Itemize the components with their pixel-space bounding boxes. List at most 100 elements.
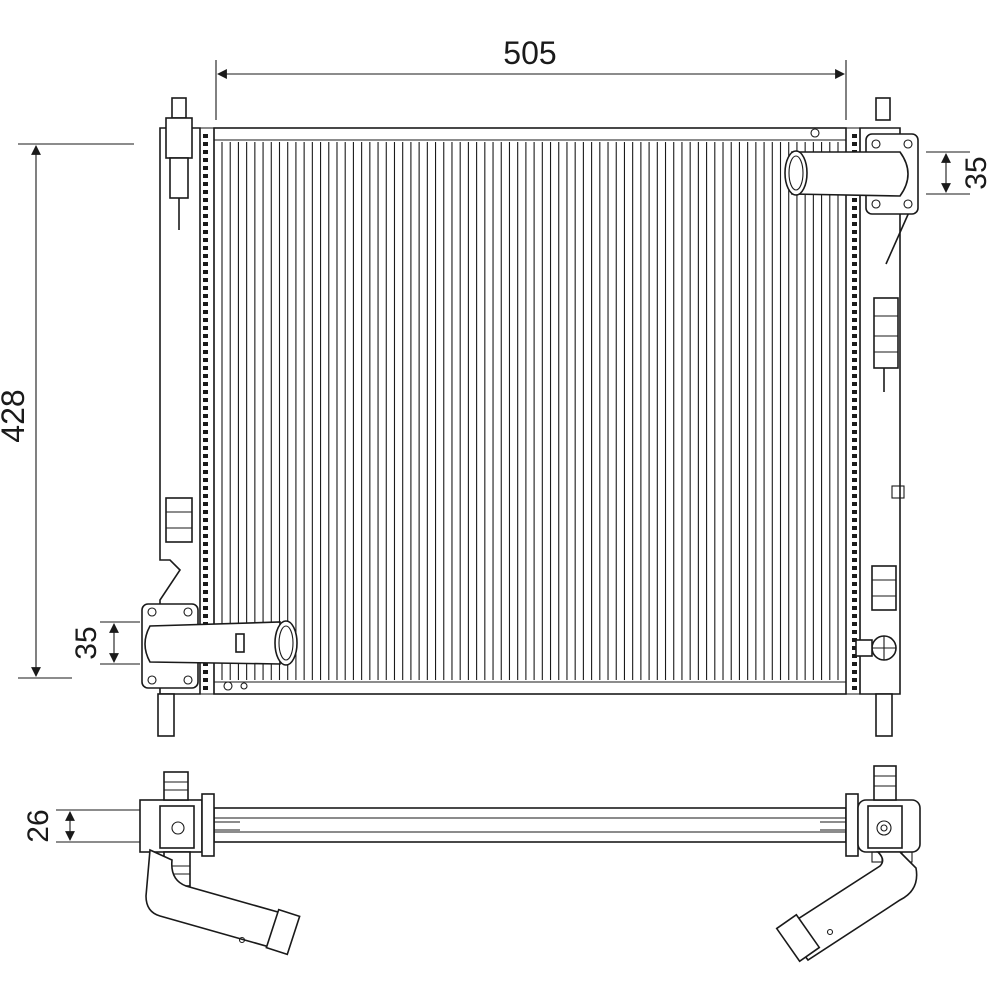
- height-label: 428: [0, 389, 31, 442]
- serration-tooth: [203, 350, 208, 354]
- serration-tooth: [203, 590, 208, 594]
- serration-tooth: [203, 574, 208, 578]
- serration-tooth: [852, 414, 857, 418]
- core-fins: [221, 142, 839, 680]
- serration-tooth: [203, 214, 208, 218]
- serration-tooth: [852, 230, 857, 234]
- serration-tooth: [203, 686, 208, 690]
- serration-tooth: [852, 638, 857, 642]
- serration-tooth: [203, 534, 208, 538]
- serration-tooth: [852, 518, 857, 522]
- serration-tooth: [203, 382, 208, 386]
- right-tank-serration: [852, 134, 857, 690]
- serration-tooth: [203, 206, 208, 210]
- serration-tooth: [203, 166, 208, 170]
- serration-tooth: [203, 662, 208, 666]
- serration-tooth: [852, 686, 857, 690]
- serration-tooth: [852, 246, 857, 250]
- serration-tooth: [852, 214, 857, 218]
- lower-pipe-label: 35: [70, 626, 103, 659]
- serration-tooth: [852, 542, 857, 546]
- serration-tooth: [852, 294, 857, 298]
- serration-tooth: [852, 646, 857, 650]
- serration-tooth: [852, 206, 857, 210]
- dimension-depth: 26: [22, 809, 140, 843]
- serration-tooth: [852, 454, 857, 458]
- left-tank-serration: [203, 134, 208, 690]
- serration-tooth: [852, 494, 857, 498]
- serration-tooth: [203, 550, 208, 554]
- serration-tooth: [203, 478, 208, 482]
- dimension-upper-pipe: 35: [926, 151, 993, 195]
- serration-tooth: [203, 438, 208, 442]
- serration-tooth: [203, 582, 208, 586]
- upper-inlet-pipe: [784, 128, 919, 215]
- serration-tooth: [203, 294, 208, 298]
- serration-tooth: [203, 398, 208, 402]
- serration-tooth: [203, 310, 208, 314]
- serration-tooth: [203, 150, 208, 154]
- serration-tooth: [852, 350, 857, 354]
- serration-tooth: [203, 598, 208, 602]
- serration-tooth: [203, 270, 208, 274]
- serration-tooth: [203, 494, 208, 498]
- dimension-height: 428: [0, 143, 134, 679]
- serration-tooth: [203, 558, 208, 562]
- serration-tooth: [852, 566, 857, 570]
- serration-tooth: [203, 182, 208, 186]
- serration-tooth: [203, 430, 208, 434]
- serration-tooth: [852, 478, 857, 482]
- serration-tooth: [852, 374, 857, 378]
- serration-tooth: [852, 334, 857, 338]
- serration-tooth: [852, 366, 857, 370]
- serration-tooth: [203, 278, 208, 282]
- serration-tooth: [852, 574, 857, 578]
- serration-tooth: [852, 310, 857, 314]
- serration-tooth: [203, 406, 208, 410]
- serration-tooth: [852, 678, 857, 682]
- serration-tooth: [852, 670, 857, 674]
- serration-tooth: [852, 622, 857, 626]
- serration-tooth: [203, 414, 208, 418]
- radiator-core: [213, 127, 847, 695]
- serration-tooth: [852, 598, 857, 602]
- serration-tooth: [203, 326, 208, 330]
- serration-tooth: [852, 422, 857, 426]
- serration-tooth: [203, 158, 208, 162]
- serration-tooth: [852, 222, 857, 226]
- serration-tooth: [852, 430, 857, 434]
- serration-tooth: [203, 518, 208, 522]
- upper-pipe-label: 35: [960, 156, 993, 189]
- serration-tooth: [203, 238, 208, 242]
- serration-tooth: [203, 606, 208, 610]
- serration-tooth: [852, 262, 857, 266]
- serration-tooth: [852, 614, 857, 618]
- serration-tooth: [203, 390, 208, 394]
- dimension-lower-pipe: 35: [70, 621, 140, 665]
- serration-tooth: [852, 606, 857, 610]
- serration-tooth: [852, 286, 857, 290]
- serration-tooth: [203, 462, 208, 466]
- serration-tooth: [203, 526, 208, 530]
- serration-tooth: [203, 486, 208, 490]
- serration-tooth: [852, 462, 857, 466]
- serration-tooth: [852, 630, 857, 634]
- serration-tooth: [203, 446, 208, 450]
- serration-tooth: [852, 254, 857, 258]
- serration-tooth: [203, 542, 208, 546]
- serration-tooth: [203, 134, 208, 138]
- width-label: 505: [503, 35, 556, 71]
- serration-tooth: [203, 222, 208, 226]
- serration-tooth: [203, 510, 208, 514]
- serration-tooth: [203, 614, 208, 618]
- serration-tooth: [852, 398, 857, 402]
- serration-tooth: [852, 654, 857, 658]
- serration-tooth: [852, 502, 857, 506]
- serration-tooth: [203, 286, 208, 290]
- serration-tooth: [852, 406, 857, 410]
- serration-tooth: [203, 190, 208, 194]
- serration-tooth: [852, 342, 857, 346]
- serration-tooth: [203, 502, 208, 506]
- serration-tooth: [852, 142, 857, 146]
